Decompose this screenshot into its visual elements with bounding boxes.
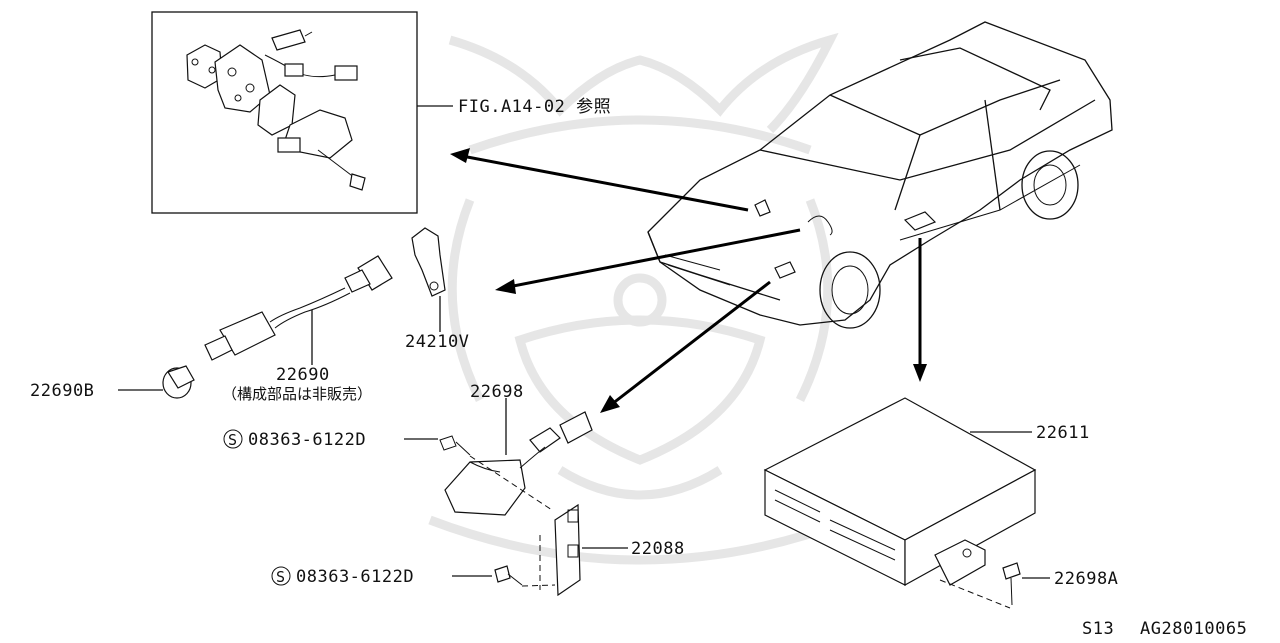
part-number-22698a: 22698A	[1054, 569, 1118, 589]
screw-22698a	[1002, 562, 1050, 606]
throttle-sensor	[271, 29, 306, 51]
inset-connector	[334, 65, 358, 81]
part-number-22690b: 22690B	[30, 381, 94, 401]
screw-label-top: S	[223, 429, 438, 449]
part-number-22690: 22690	[276, 365, 330, 385]
part-number-22088: 22088	[631, 539, 685, 559]
location-arrows	[450, 148, 927, 413]
sensor-22698	[439, 398, 593, 516]
harness-bracket-24210v	[411, 227, 446, 332]
part-number-22611: 22611	[1036, 423, 1090, 443]
watermark-emblem	[428, 32, 852, 565]
part-number-22698: 22698	[470, 382, 524, 402]
model-code: S13	[1082, 619, 1114, 638]
car-illustration	[647, 21, 1113, 329]
sensor-plug-22690b	[118, 365, 195, 399]
part-number-24210v: 24210V	[405, 332, 469, 352]
control-unit-location	[903, 211, 937, 231]
screw-label-bottom: S	[271, 565, 556, 587]
svg-text:S: S	[228, 431, 237, 449]
inset-reference-box	[151, 11, 418, 214]
bracket-22088	[539, 503, 628, 597]
illustration-code: AG28010065	[1140, 619, 1247, 638]
engine-control-unit-22611	[763, 397, 1037, 609]
part-note-not-sold: （構成部品は非販売）	[222, 385, 372, 403]
part-number-screw-top: 08363-6122D	[248, 430, 366, 450]
part-number-screw-bottom: 08363-6122D	[296, 567, 414, 587]
figure-reference-label: FIG.A14-02 参照	[458, 97, 611, 117]
oxygen-sensor-22690	[204, 255, 393, 365]
svg-text:S: S	[276, 568, 285, 586]
